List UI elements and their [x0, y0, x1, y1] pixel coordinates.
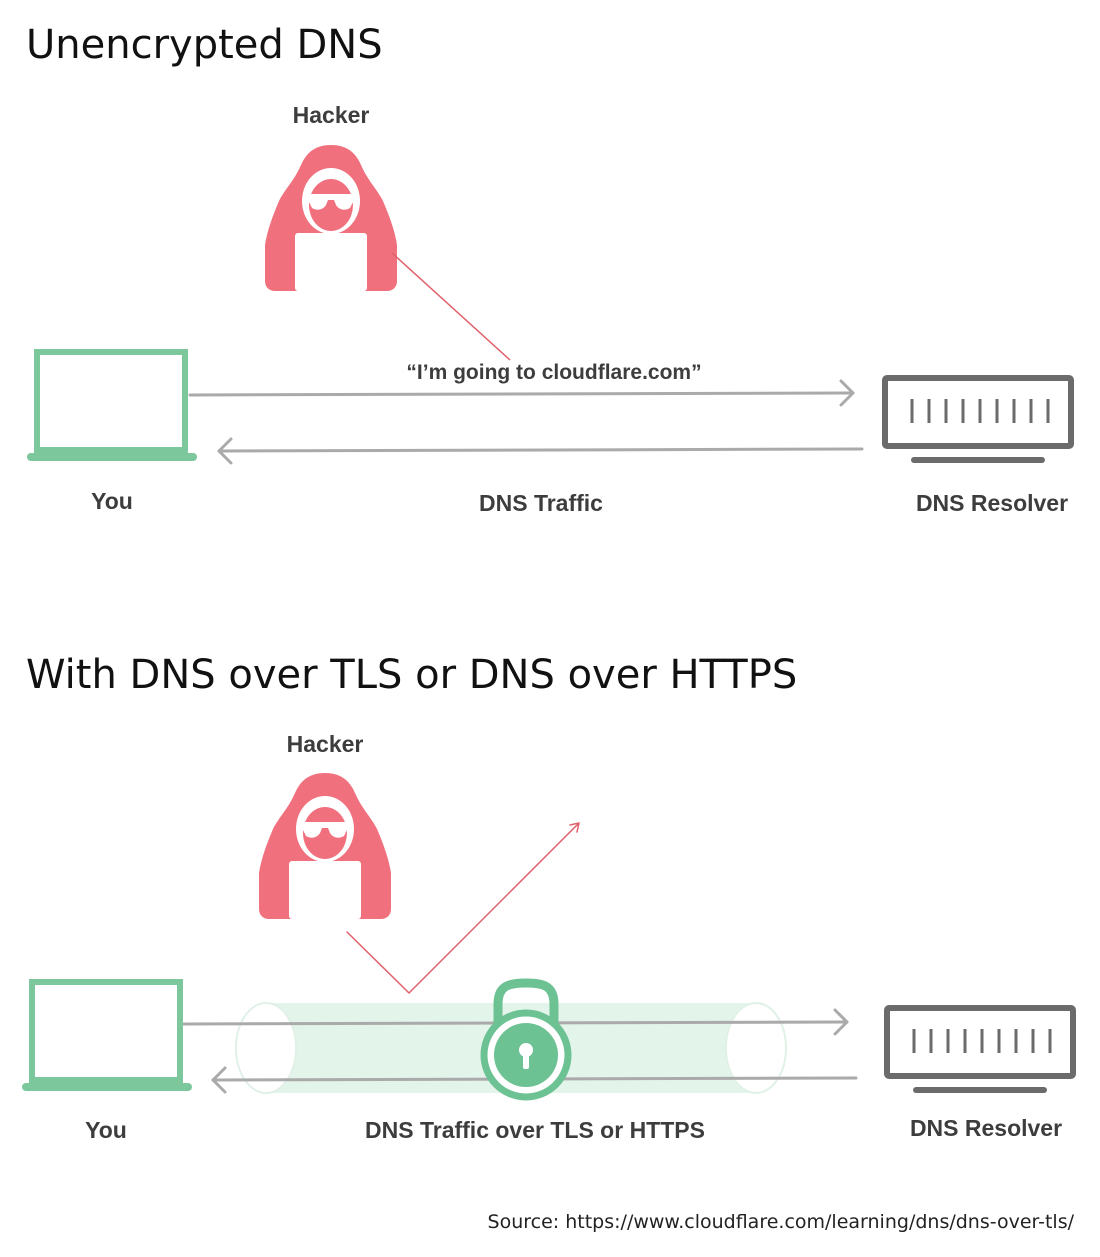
you-label: You: [85, 1117, 127, 1143]
source-citation: Source: https://www.cloudflare.com/learn…: [487, 1211, 1074, 1233]
traffic-label: DNS Traffic over TLS or HTTPS: [365, 1117, 705, 1143]
laptop-icon: [22, 982, 192, 1091]
intercepted-message: “I’m going to cloudflare.com”: [406, 361, 701, 384]
traffic-label: DNS Traffic: [479, 490, 603, 516]
you-label: You: [91, 488, 133, 514]
request-arrow: [188, 379, 855, 407]
resolver-label: DNS Resolver: [916, 490, 1068, 516]
hacker-label: Hacker: [293, 102, 370, 128]
laptop-icon: [27, 352, 197, 461]
hacker-icon: [259, 773, 391, 919]
interception-line: [391, 252, 511, 361]
server-icon: [885, 378, 1071, 463]
section-title-encrypted: With DNS over TLS or DNS over HTTPS: [26, 652, 798, 698]
response-arrow: [217, 437, 864, 465]
hacker-label: Hacker: [287, 731, 364, 757]
hacker-icon: [265, 145, 397, 291]
resolver-label: DNS Resolver: [910, 1115, 1062, 1141]
section-encrypted: Hacker: [22, 731, 1073, 1143]
section-unencrypted: Hacker “I’m going to cloudflare.com” You…: [27, 102, 1071, 516]
padlock-icon: [480, 978, 572, 1101]
deflected-interception-line: [346, 822, 580, 994]
server-icon: [887, 1008, 1073, 1093]
section-title-unencrypted: Unencrypted DNS: [26, 22, 383, 68]
